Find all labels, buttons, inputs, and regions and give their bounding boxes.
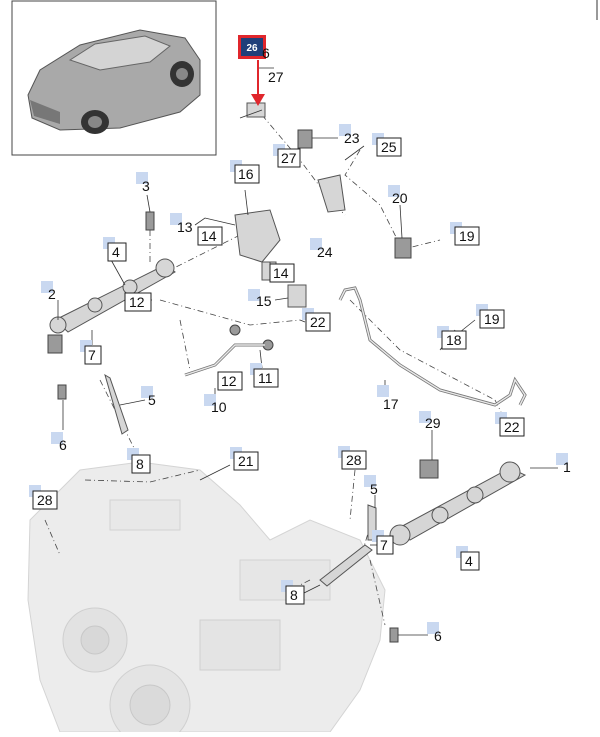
callout-28-left[interactable]: 28 <box>29 485 58 510</box>
svg-text:6: 6 <box>434 628 442 644</box>
svg-text:8: 8 <box>136 456 144 472</box>
svg-text:13: 13 <box>177 219 193 235</box>
callout-5-left[interactable]: 5 <box>141 386 156 408</box>
callout-24[interactable]: 24 <box>310 238 333 260</box>
callout-15[interactable]: 15 <box>248 289 272 309</box>
svg-text:14: 14 <box>273 265 289 281</box>
svg-text:18: 18 <box>446 332 462 348</box>
highlight-number: 26 <box>246 43 258 54</box>
svg-text:14: 14 <box>201 228 217 244</box>
suv-vehicle-icon <box>27 29 201 134</box>
svg-text:20: 20 <box>392 190 408 206</box>
callout-29[interactable]: 29 <box>419 411 441 431</box>
callout-7-right[interactable]: 7 <box>372 530 394 555</box>
svg-text:28: 28 <box>37 492 53 508</box>
svg-text:3: 3 <box>142 178 150 194</box>
callout-20[interactable]: 20 <box>388 185 408 206</box>
callout-4-right[interactable]: 4 <box>456 546 480 571</box>
callout-27-top[interactable]: 6 27 <box>262 45 284 85</box>
callout-23[interactable]: 23 <box>339 124 360 146</box>
callout-25[interactable]: 25 <box>372 133 402 157</box>
callout-12-left[interactable]: 12 <box>124 292 152 312</box>
svg-text:12: 12 <box>129 294 145 310</box>
svg-text:5: 5 <box>370 481 378 497</box>
svg-text:1: 1 <box>563 459 571 475</box>
svg-text:22: 22 <box>310 314 326 330</box>
svg-text:8: 8 <box>290 587 298 603</box>
fuel-rail-left <box>47 258 176 354</box>
callout-18[interactable]: 18 <box>437 326 467 350</box>
callout-3[interactable]: 3 <box>136 172 150 194</box>
callout-2[interactable]: 2 <box>41 281 56 302</box>
callout-22[interactable]: 22 <box>495 412 525 437</box>
callout-28-mid[interactable]: 28 <box>338 446 367 470</box>
svg-text:17: 17 <box>383 396 399 412</box>
svg-text:19: 19 <box>459 228 475 244</box>
fuel-lines <box>184 286 527 407</box>
svg-text:23: 23 <box>344 130 360 146</box>
callout-12[interactable]: 12 <box>217 371 243 391</box>
callout-10[interactable]: 10 <box>204 394 227 415</box>
svg-text:29: 29 <box>425 415 441 431</box>
svg-text:4: 4 <box>465 553 473 569</box>
callout-6-right[interactable]: 6 <box>427 622 442 644</box>
svg-text:21: 21 <box>238 453 254 469</box>
callout-21[interactable]: 21 <box>230 447 259 471</box>
callout-8-right[interactable]: 8 <box>281 580 305 605</box>
callout-4-left[interactable]: 4 <box>103 237 127 262</box>
svg-text:19: 19 <box>484 311 500 327</box>
svg-text:28: 28 <box>346 452 362 468</box>
svg-text:16: 16 <box>238 166 254 182</box>
fuel-rail-right <box>389 461 527 546</box>
vehicle-thumbnail <box>11 0 217 156</box>
callout-27[interactable]: 27 <box>273 144 301 168</box>
svg-text:6: 6 <box>59 437 67 453</box>
callout-6-left[interactable]: 6 <box>51 432 67 453</box>
svg-text:5: 5 <box>148 392 156 408</box>
svg-text:12: 12 <box>221 373 237 389</box>
callout-19[interactable]: 19 <box>476 304 505 329</box>
svg-text:27: 27 <box>281 150 297 166</box>
svg-text:11: 11 <box>258 370 273 386</box>
callout-14[interactable]: 14 <box>269 263 295 283</box>
svg-text:15: 15 <box>256 293 272 309</box>
callout-1[interactable]: 1 <box>556 453 571 475</box>
callout-22-top[interactable]: 22 <box>302 308 331 332</box>
svg-text:27: 27 <box>268 69 284 85</box>
callout-7-left[interactable]: 7 <box>80 340 102 365</box>
svg-text:7: 7 <box>88 347 96 363</box>
callout-14-top[interactable]: 14 <box>197 226 223 246</box>
callout-8-left[interactable]: 8 <box>127 448 151 474</box>
connection-lines <box>44 114 511 626</box>
svg-text:22: 22 <box>504 419 520 435</box>
svg-text:24: 24 <box>317 244 333 260</box>
callout-11[interactable]: 11 <box>250 363 279 388</box>
small-parts <box>57 102 439 643</box>
svg-text:2: 2 <box>48 286 56 302</box>
svg-text:25: 25 <box>381 139 397 155</box>
svg-text:10: 10 <box>211 399 227 415</box>
callout-19-top[interactable]: 19 <box>450 222 480 246</box>
highlighted-callout-26[interactable]: 26 <box>238 35 266 106</box>
callout-5-right[interactable]: 5 <box>364 475 378 497</box>
svg-text:4: 4 <box>112 244 120 260</box>
callout-13[interactable]: 13 <box>170 213 193 235</box>
callout-16[interactable]: 16 <box>230 160 260 184</box>
engine-block <box>27 461 386 737</box>
svg-text:7: 7 <box>380 537 388 553</box>
callout-17[interactable]: 17 <box>377 385 399 412</box>
callout-26-suffix: 6 <box>262 45 270 61</box>
